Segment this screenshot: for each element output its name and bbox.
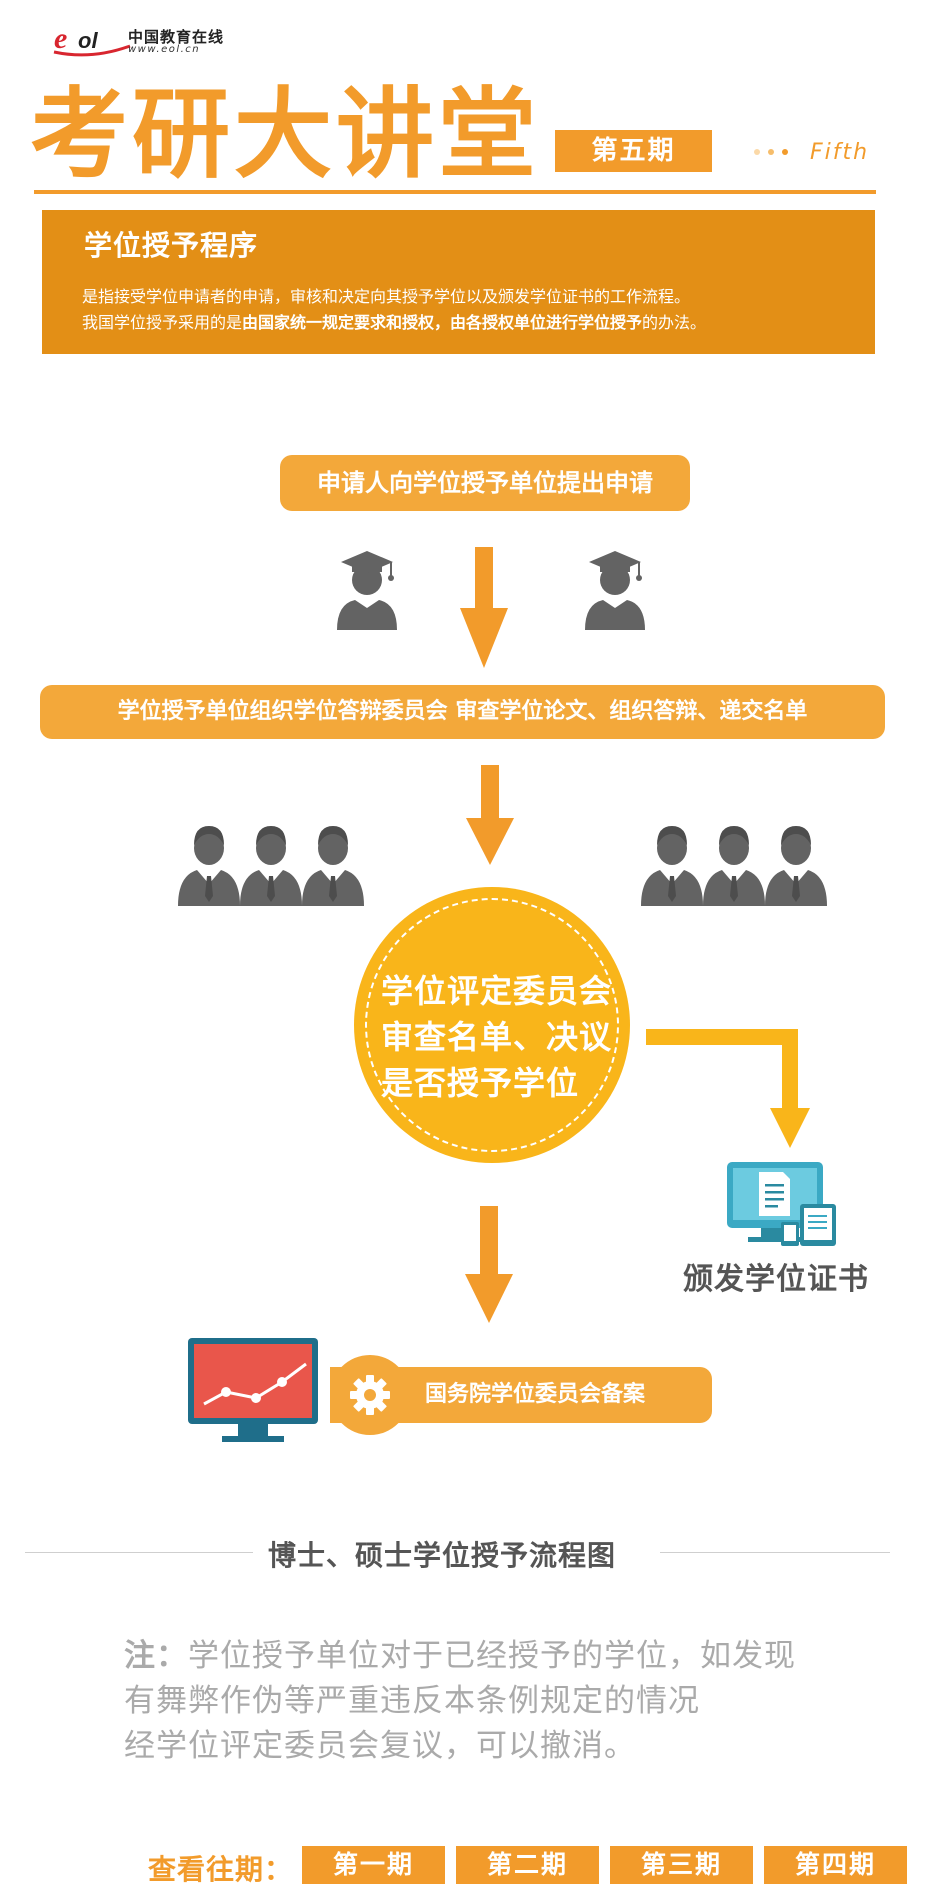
- arrow-down-icon: [480, 1206, 498, 1276]
- degree-council-ring: [365, 898, 619, 1152]
- intro-text-line2: 我国学位授予采用的是由国家统一规定要求和授权，由各授权单位进行学位授予的办法。: [82, 309, 706, 333]
- committee-member-icon: [302, 826, 364, 906]
- certificate-monitor-icon: [727, 1162, 836, 1246]
- eol-logo-icon: e ol: [53, 22, 131, 57]
- arrow-down-icon: [481, 765, 499, 820]
- graduate-icon: [584, 550, 646, 631]
- flow-step-apply: 申请人向学位授予单位提出申请: [280, 455, 690, 511]
- intro-text-line1: 是指接受学位申请者的申请，审核和决定向其授予学位以及颁发学位证书的工作流程。: [82, 287, 691, 306]
- note-text-line1: 学位授予单位对于已经授予的学位，如发现: [188, 1638, 796, 1674]
- council-text-line2: 审查名单、决议: [381, 1018, 613, 1056]
- arrow-down-head-icon: [466, 818, 514, 865]
- committee-member-icon: [703, 826, 765, 906]
- note-line2: 有舞弊作伪等严重违反本条例规定的情况: [124, 1683, 700, 1719]
- arrow-down-head-icon: [465, 1274, 513, 1323]
- past-issue-4-button[interactable]: 第四期: [764, 1846, 907, 1884]
- intro-text-suffix: 的办法。: [642, 313, 707, 332]
- note-key: 注：: [124, 1638, 188, 1674]
- arrow-down-head-icon: [770, 1108, 810, 1148]
- graduate-icon: [336, 550, 398, 631]
- diagram-caption: 博士、硕士学位授予流程图: [268, 1539, 617, 1572]
- dots-decoration-icon: [754, 149, 788, 155]
- caption-divider-left: [25, 1552, 253, 1553]
- intro-text-prefix: 我国学位授予采用的是: [82, 313, 243, 332]
- note-line3: 经学位评定委员会复议，可以撤消。: [124, 1728, 636, 1764]
- gear-icon: [350, 1375, 390, 1415]
- gear-badge: [330, 1355, 410, 1435]
- past-issue-2-button[interactable]: 第二期: [456, 1846, 599, 1884]
- note-line1: 注：学位授予单位对于已经授予的学位，如发现: [124, 1630, 796, 1675]
- past-issues-label: 查看往期：: [148, 1853, 294, 1886]
- past-issue-3-button[interactable]: 第三期: [610, 1846, 753, 1884]
- issue-badge: 第五期: [555, 130, 712, 172]
- intro-panel: [42, 210, 875, 354]
- page-title: 考研大讲堂: [30, 78, 541, 192]
- arrow-down-icon: [475, 547, 493, 610]
- chart-monitor-icon: [188, 1338, 318, 1442]
- intro-heading: 学位授予程序: [84, 229, 259, 262]
- committee-member-icon: [178, 826, 240, 906]
- svg-text:e: e: [54, 22, 67, 55]
- council-text-line1: 学位评定委员会: [381, 972, 613, 1010]
- certificate-label: 颁发学位证书: [683, 1262, 869, 1297]
- caption-divider-right: [660, 1552, 890, 1553]
- header-divider: [34, 190, 876, 194]
- svg-text:ol: ol: [78, 28, 98, 53]
- arrow-down-head-icon: [460, 608, 508, 668]
- committee-member-icon: [641, 826, 703, 906]
- committee-member-icon: [240, 826, 302, 906]
- logo-cn-text: 中国教育在线: [128, 28, 225, 46]
- issue-english-label: Fifth: [810, 140, 870, 165]
- past-issue-1-button[interactable]: 第一期: [302, 1846, 445, 1884]
- elbow-arrow-icon: [646, 1029, 798, 1110]
- logo-url-text[interactable]: www.eol.cn: [128, 44, 201, 55]
- intro-text-bold: 由国家统一规定要求和授权，由各授权单位进行学位授予: [242, 313, 643, 332]
- flow-step-defense-committee: 学位授予单位组织学位答辩委员会 审查学位论文、组织答辩、递交名单: [40, 685, 885, 739]
- council-text-line3: 是否授予学位: [381, 1064, 580, 1102]
- committee-member-icon: [765, 826, 827, 906]
